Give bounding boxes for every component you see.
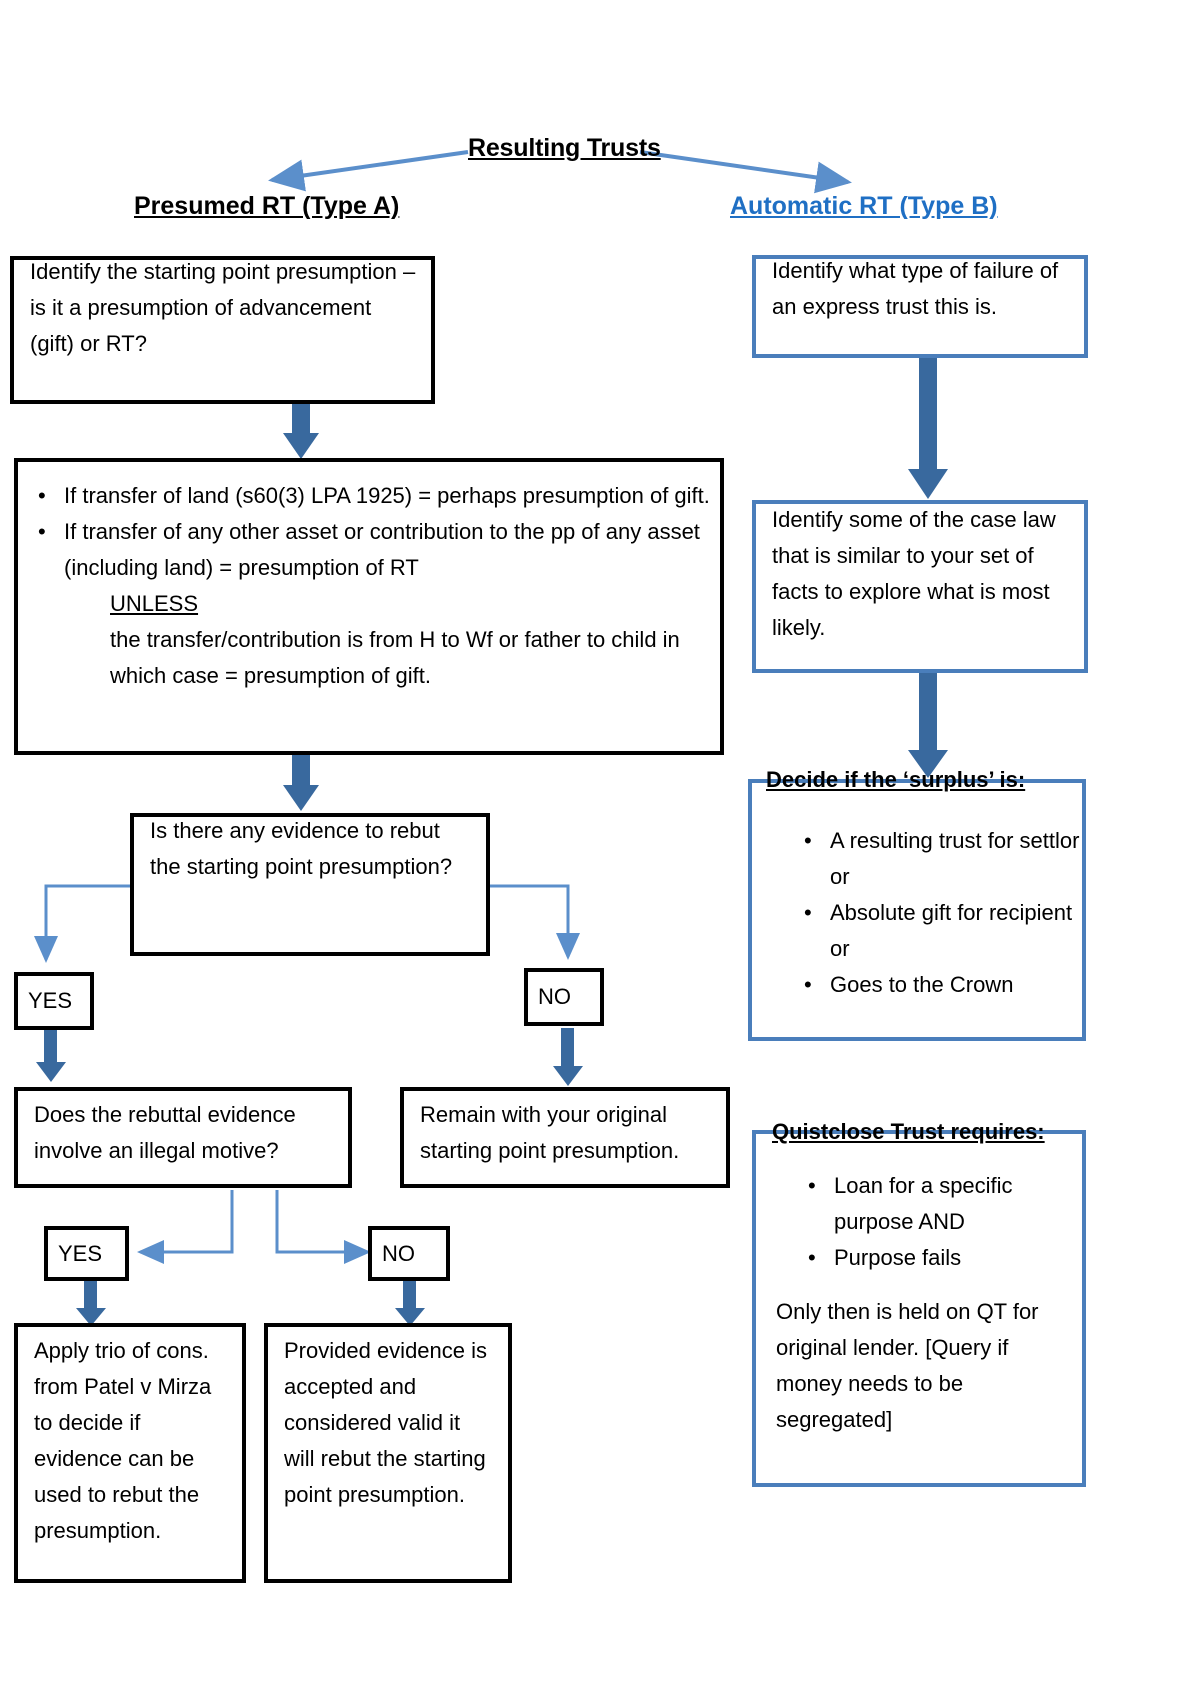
yes-label: YES bbox=[28, 988, 73, 1013]
branch-label-left: Presumed RT (Type A) bbox=[134, 192, 400, 220]
left-step2-bullets: If transfer of land (s60(3) LPA 1925) = … bbox=[18, 478, 720, 586]
list-item: A resulting trust for settlor or bbox=[804, 823, 1082, 895]
connector-decision1-no bbox=[490, 884, 580, 960]
left-yes-branch-box: Does the rebuttal evidence involve an il… bbox=[14, 1087, 352, 1188]
block-arrow-right-1 bbox=[908, 345, 948, 500]
left-step2-unless-body: the transfer/contribution is from H to W… bbox=[110, 627, 680, 688]
right-step4-body: Only then is held on QT for original len… bbox=[776, 1299, 1039, 1432]
right-step1-box: Identify what type of failure of an expr… bbox=[752, 255, 1088, 358]
left-yes-branch-text: Does the rebuttal evidence involve an il… bbox=[34, 1102, 296, 1163]
no-label: NO bbox=[538, 984, 571, 1009]
list-item: Absolute gift for recipient or bbox=[804, 895, 1082, 967]
block-arrow-right-2 bbox=[908, 660, 948, 780]
left-no-branch-box: Remain with your original starting point… bbox=[400, 1087, 730, 1188]
branch-label-right: Automatic RT (Type B) bbox=[730, 192, 998, 220]
left-no-outcome-text: Provided evidence is accepted and consid… bbox=[284, 1338, 488, 1507]
page-title: Resulting Trusts bbox=[468, 134, 661, 162]
right-step1-text: Identify what type of failure of an expr… bbox=[772, 258, 1059, 319]
left-no-branch-text: Remain with your original starting point… bbox=[420, 1102, 680, 1163]
connector-decision2-no bbox=[275, 1190, 371, 1264]
block-arrow-left-5 bbox=[76, 1280, 106, 1328]
block-arrow-left-3 bbox=[36, 1028, 66, 1084]
unless-text: UNLESS bbox=[110, 591, 199, 616]
right-step3-box: A resulting trust for settlor or Absolut… bbox=[748, 779, 1086, 1041]
right-step4-heading: Quistclose Trust requires: bbox=[772, 1119, 1045, 1144]
right-step4-box: Loan for a specific purpose AND Purpose … bbox=[752, 1130, 1086, 1487]
list-item: Purpose fails bbox=[808, 1240, 1082, 1276]
connector-decision1-yes bbox=[34, 884, 130, 963]
block-arrow-left-4 bbox=[553, 1028, 583, 1088]
left-step1-text: Identify the starting point presumption … bbox=[30, 259, 416, 356]
right-step4-bullets: Loan for a specific purpose AND Purpose … bbox=[756, 1168, 1082, 1276]
list-item: Loan for a specific purpose AND bbox=[808, 1168, 1082, 1240]
left-decision1-text: Is there any evidence to rebut the start… bbox=[150, 818, 453, 879]
yes-label: YES bbox=[58, 1240, 103, 1266]
left-step1-box: Identify the starting point presumption … bbox=[10, 256, 435, 404]
left-yes-outcome-text: Apply trio of cons. from Patel v Mirza t… bbox=[34, 1338, 212, 1543]
list-item: If transfer of land (s60(3) LPA 1925) = … bbox=[38, 478, 720, 514]
left-step2-unless-label: UNLESS bbox=[18, 586, 720, 622]
list-item: If transfer of any other asset or contri… bbox=[38, 514, 720, 586]
right-step3-bullets: A resulting trust for settlor or Absolut… bbox=[752, 823, 1082, 1003]
left-decision2-no-box: NO bbox=[368, 1226, 450, 1281]
right-step3-heading: Decide if the ‘surplus’ is: bbox=[766, 767, 1026, 792]
right-step2-text: Identify some of the case law that is si… bbox=[772, 507, 1056, 640]
right-step2-box: Identify some of the case law that is si… bbox=[752, 500, 1088, 673]
block-arrow-left-6 bbox=[395, 1280, 425, 1328]
left-yes-outcome-box: Apply trio of cons. from Patel v Mirza t… bbox=[14, 1323, 246, 1583]
list-item: Goes to the Crown bbox=[804, 967, 1082, 1003]
left-decision1-no-box: NO bbox=[524, 968, 604, 1026]
no-label: NO bbox=[382, 1240, 415, 1266]
arrow-title-to-right bbox=[639, 150, 852, 194]
left-no-outcome-box: Provided evidence is accepted and consid… bbox=[264, 1323, 512, 1583]
left-decision1-box: Is there any evidence to rebut the start… bbox=[130, 813, 490, 956]
arrow-title-to-left bbox=[268, 150, 469, 192]
left-decision2-yes-box: YES bbox=[44, 1226, 129, 1281]
block-arrow-left-1 bbox=[283, 403, 319, 459]
left-decision1-yes-box: YES bbox=[14, 972, 94, 1030]
connector-decision2-yes bbox=[137, 1190, 234, 1264]
left-step2-box: If transfer of land (s60(3) LPA 1925) = … bbox=[14, 458, 724, 755]
block-arrow-left-2 bbox=[283, 755, 319, 811]
